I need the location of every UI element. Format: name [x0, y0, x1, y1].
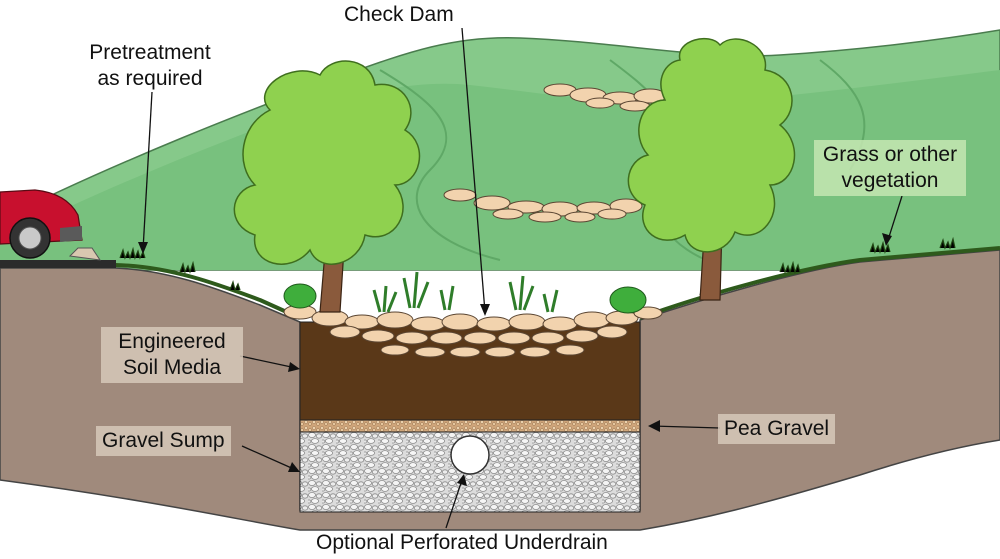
engineered-leader [239, 355, 297, 369]
pea-gravel-layer [299, 419, 641, 433]
grass-line [114, 246, 1000, 320]
upper-check-dams [443, 83, 783, 223]
pretreatment-label: Pretreatment as required [80, 40, 220, 92]
check-dam-label: Check Dam [344, 3, 454, 26]
tree-right [627, 37, 796, 301]
underdrain-label: Optional Perforated Underdrain [316, 531, 608, 554]
pretreatment-line1: Pretreatment [89, 41, 211, 64]
underdrain-pipe [450, 435, 490, 475]
gravel-sump-leader [241, 445, 297, 471]
leader-lines [142, 27, 903, 529]
tree-left [233, 60, 421, 313]
grass-label: Grass or other vegetation [814, 140, 966, 196]
pretreatment-leader [142, 91, 153, 251]
gravel-sump-label: Gravel Sump [96, 426, 231, 456]
grass-line1: Grass or other [822, 143, 958, 166]
grass-line2: vegetation [841, 169, 939, 192]
engineered-soil-label: Engineered Soil Media [101, 327, 243, 383]
engineered-line2: Soil Media [122, 356, 222, 379]
native-soil [0, 249, 1000, 531]
pretreatment-line2: as required [97, 67, 203, 90]
pea-gravel-label: Pea Gravel [718, 414, 836, 444]
grass-leader [887, 195, 903, 241]
pea-gravel-leader [651, 425, 721, 429]
check-dam-leader [461, 27, 486, 313]
arrowheads [138, 233, 892, 486]
basin-plants [283, 271, 647, 314]
check-dam-stones [283, 304, 663, 358]
car [0, 189, 83, 259]
engineered-line1: Engineered [118, 330, 226, 353]
road [0, 247, 116, 268]
underdrain-leader [445, 479, 463, 529]
